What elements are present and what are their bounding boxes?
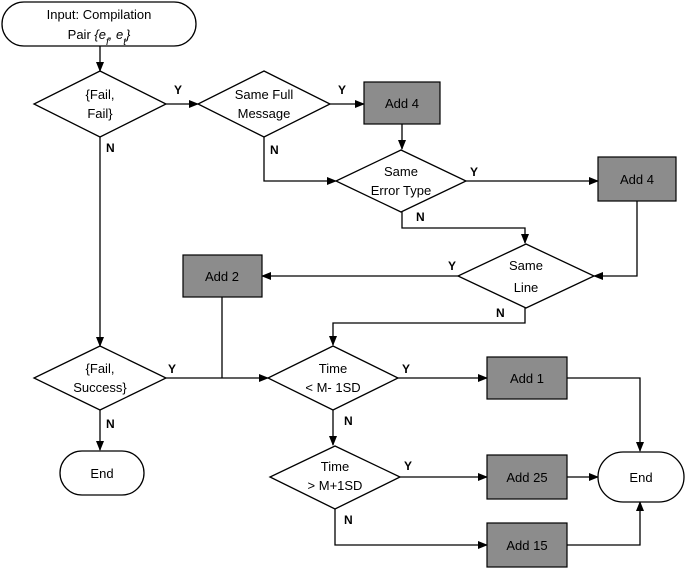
decision-time-low: Time < M- 1SD <box>266 345 400 411</box>
decision-same-full-message-line1: Same Full <box>235 87 294 102</box>
decision-same-error-type: Same Error Type <box>334 149 468 213</box>
label-no-same-line: N <box>496 306 505 320</box>
edge-same-full-message-no-to-same-error-type <box>263 137 337 185</box>
edge-same-error-type-no-to-same-line <box>401 212 529 244</box>
decision-time-high-line1: Time <box>321 459 349 474</box>
decision-fail-fail: {Fail, Fail} <box>32 70 168 138</box>
edge-add4b-to-same-line <box>593 201 638 280</box>
process-add4-a-label: Add 4 <box>385 96 419 111</box>
process-add2: Add 2 <box>182 254 263 298</box>
branch-labels: Y Y N N Y N Y N Y Y N N Y N <box>106 83 505 527</box>
decision-fail-success-line2: Success} <box>73 380 127 395</box>
start-terminal: Input: Compilation Pair {ef, et} <box>1 1 197 48</box>
process-add25: Add 25 <box>486 454 568 500</box>
decision-same-full-message: Same Full Message <box>196 70 332 138</box>
label-yes-same-error-type: Y <box>470 165 478 179</box>
decision-same-full-message-line2: Message <box>238 106 291 121</box>
label-yes-time-low: Y <box>402 362 410 376</box>
process-add1: Add 1 <box>486 356 568 400</box>
label-no-same-full-message: N <box>270 143 279 157</box>
end-terminal-right: End <box>597 451 685 503</box>
label-no-time-high: N <box>344 513 353 527</box>
label-no-fail-fail: N <box>106 141 115 155</box>
edges <box>96 46 644 549</box>
decision-fail-fail-line1: {Fail, <box>86 87 115 102</box>
process-add4-a: Add 4 <box>363 81 441 125</box>
decision-time-low-line2: < M- 1SD <box>305 380 360 395</box>
label-yes-fail-success: Y <box>168 362 176 376</box>
decision-time-high: Time > M+1SD <box>268 445 402 510</box>
decision-same-line: Same Line <box>456 243 596 309</box>
edge-same-line-no-to-time-low <box>329 308 526 346</box>
decision-same-line-line1: Same <box>509 258 543 273</box>
edge-add15-to-end-right <box>567 501 644 546</box>
end-terminal-right-label: End <box>629 470 652 485</box>
process-add1-label: Add 1 <box>510 371 544 386</box>
label-no-same-error-type: N <box>416 210 425 224</box>
decision-fail-success-line1: {Fail, <box>86 361 115 376</box>
process-add25-label: Add 25 <box>506 470 547 485</box>
decision-same-error-type-line2: Error Type <box>371 183 431 198</box>
start-line1: Input: Compilation <box>47 7 152 22</box>
decision-time-high-line2: > M+1SD <box>308 478 363 493</box>
start-line2-prefix: Pair <box>68 27 95 42</box>
start-pair-text: {ef, et} <box>94 27 131 48</box>
process-add4-b-label: Add 4 <box>620 172 654 187</box>
end-terminal-left: End <box>59 450 145 496</box>
edge-add1-to-end-right <box>567 377 644 452</box>
process-add2-label: Add 2 <box>205 269 239 284</box>
label-yes-same-line: Y <box>448 259 456 273</box>
edge-time-high-no-to-add15 <box>334 509 488 549</box>
label-yes-time-high: Y <box>404 459 412 473</box>
process-add15: Add 15 <box>486 522 568 568</box>
decision-same-line-line2: Line <box>514 280 539 295</box>
process-add4-b: Add 4 <box>597 156 677 202</box>
decision-fail-success: {Fail, Success} <box>32 345 168 411</box>
process-add15-label: Add 15 <box>506 538 547 553</box>
end-terminal-left-label: End <box>90 466 113 481</box>
decision-fail-fail-line2: Fail} <box>87 106 113 121</box>
label-yes-fail-fail: Y <box>174 83 182 97</box>
label-no-fail-success: N <box>106 417 115 431</box>
start-line2: Pair {ef, et} <box>68 27 131 48</box>
label-no-time-low: N <box>344 414 353 428</box>
label-yes-same-full-message: Y <box>338 83 346 97</box>
decision-same-error-type-line1: Same <box>384 164 418 179</box>
decision-time-low-line1: Time <box>319 361 347 376</box>
